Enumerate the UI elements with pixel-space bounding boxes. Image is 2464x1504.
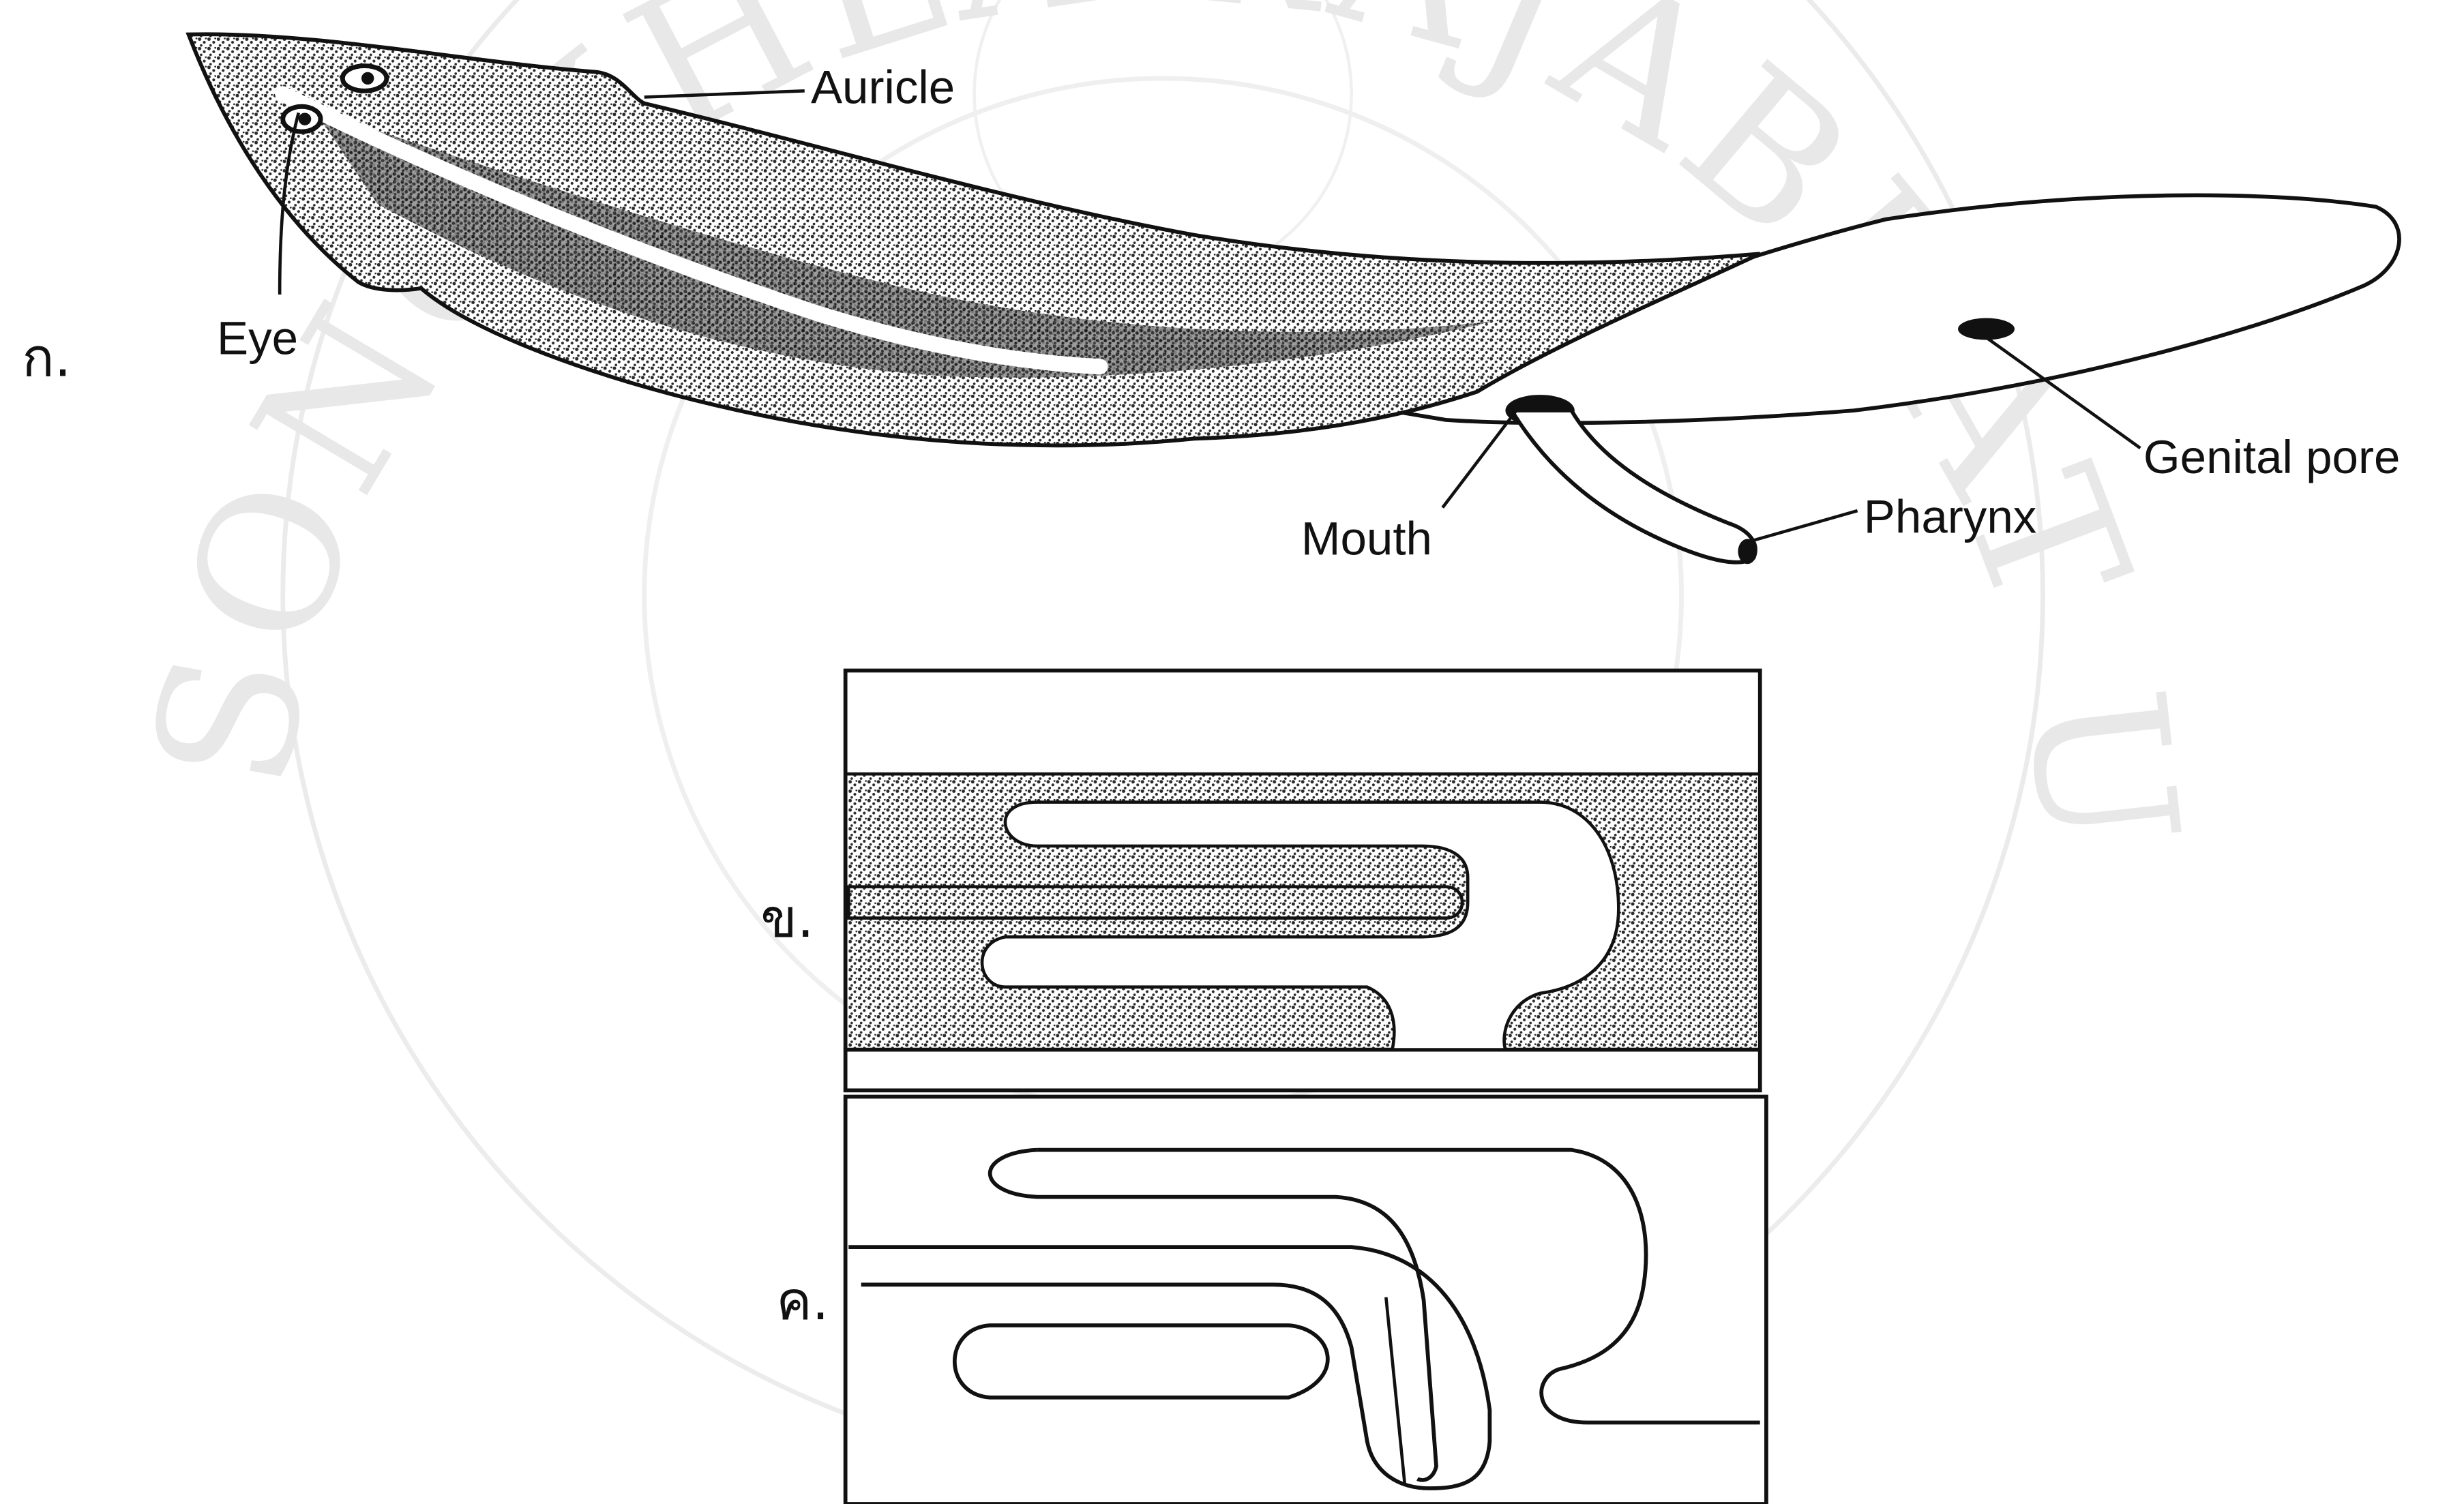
panel-b-marker: ข. xyxy=(760,888,814,950)
label-auricle: Auricle xyxy=(811,61,955,114)
pharynx-tube xyxy=(1512,410,1755,562)
panel-a-marker: ก. xyxy=(22,327,71,389)
label-mouth: Mouth xyxy=(1301,513,1432,565)
panel-c-marker: ค. xyxy=(776,1270,829,1332)
panel-c-diagram xyxy=(846,1097,1766,1504)
panel-b-diagram xyxy=(846,671,1760,1091)
pharynx-lumen xyxy=(848,887,1462,918)
label-genital-pore: Genital pore xyxy=(2143,431,2400,483)
pharynx-leader xyxy=(1747,511,1857,542)
label-eye: Eye xyxy=(217,312,298,364)
label-pharynx: Pharynx xyxy=(1864,490,2037,543)
panel-c-frame xyxy=(846,1097,1766,1504)
